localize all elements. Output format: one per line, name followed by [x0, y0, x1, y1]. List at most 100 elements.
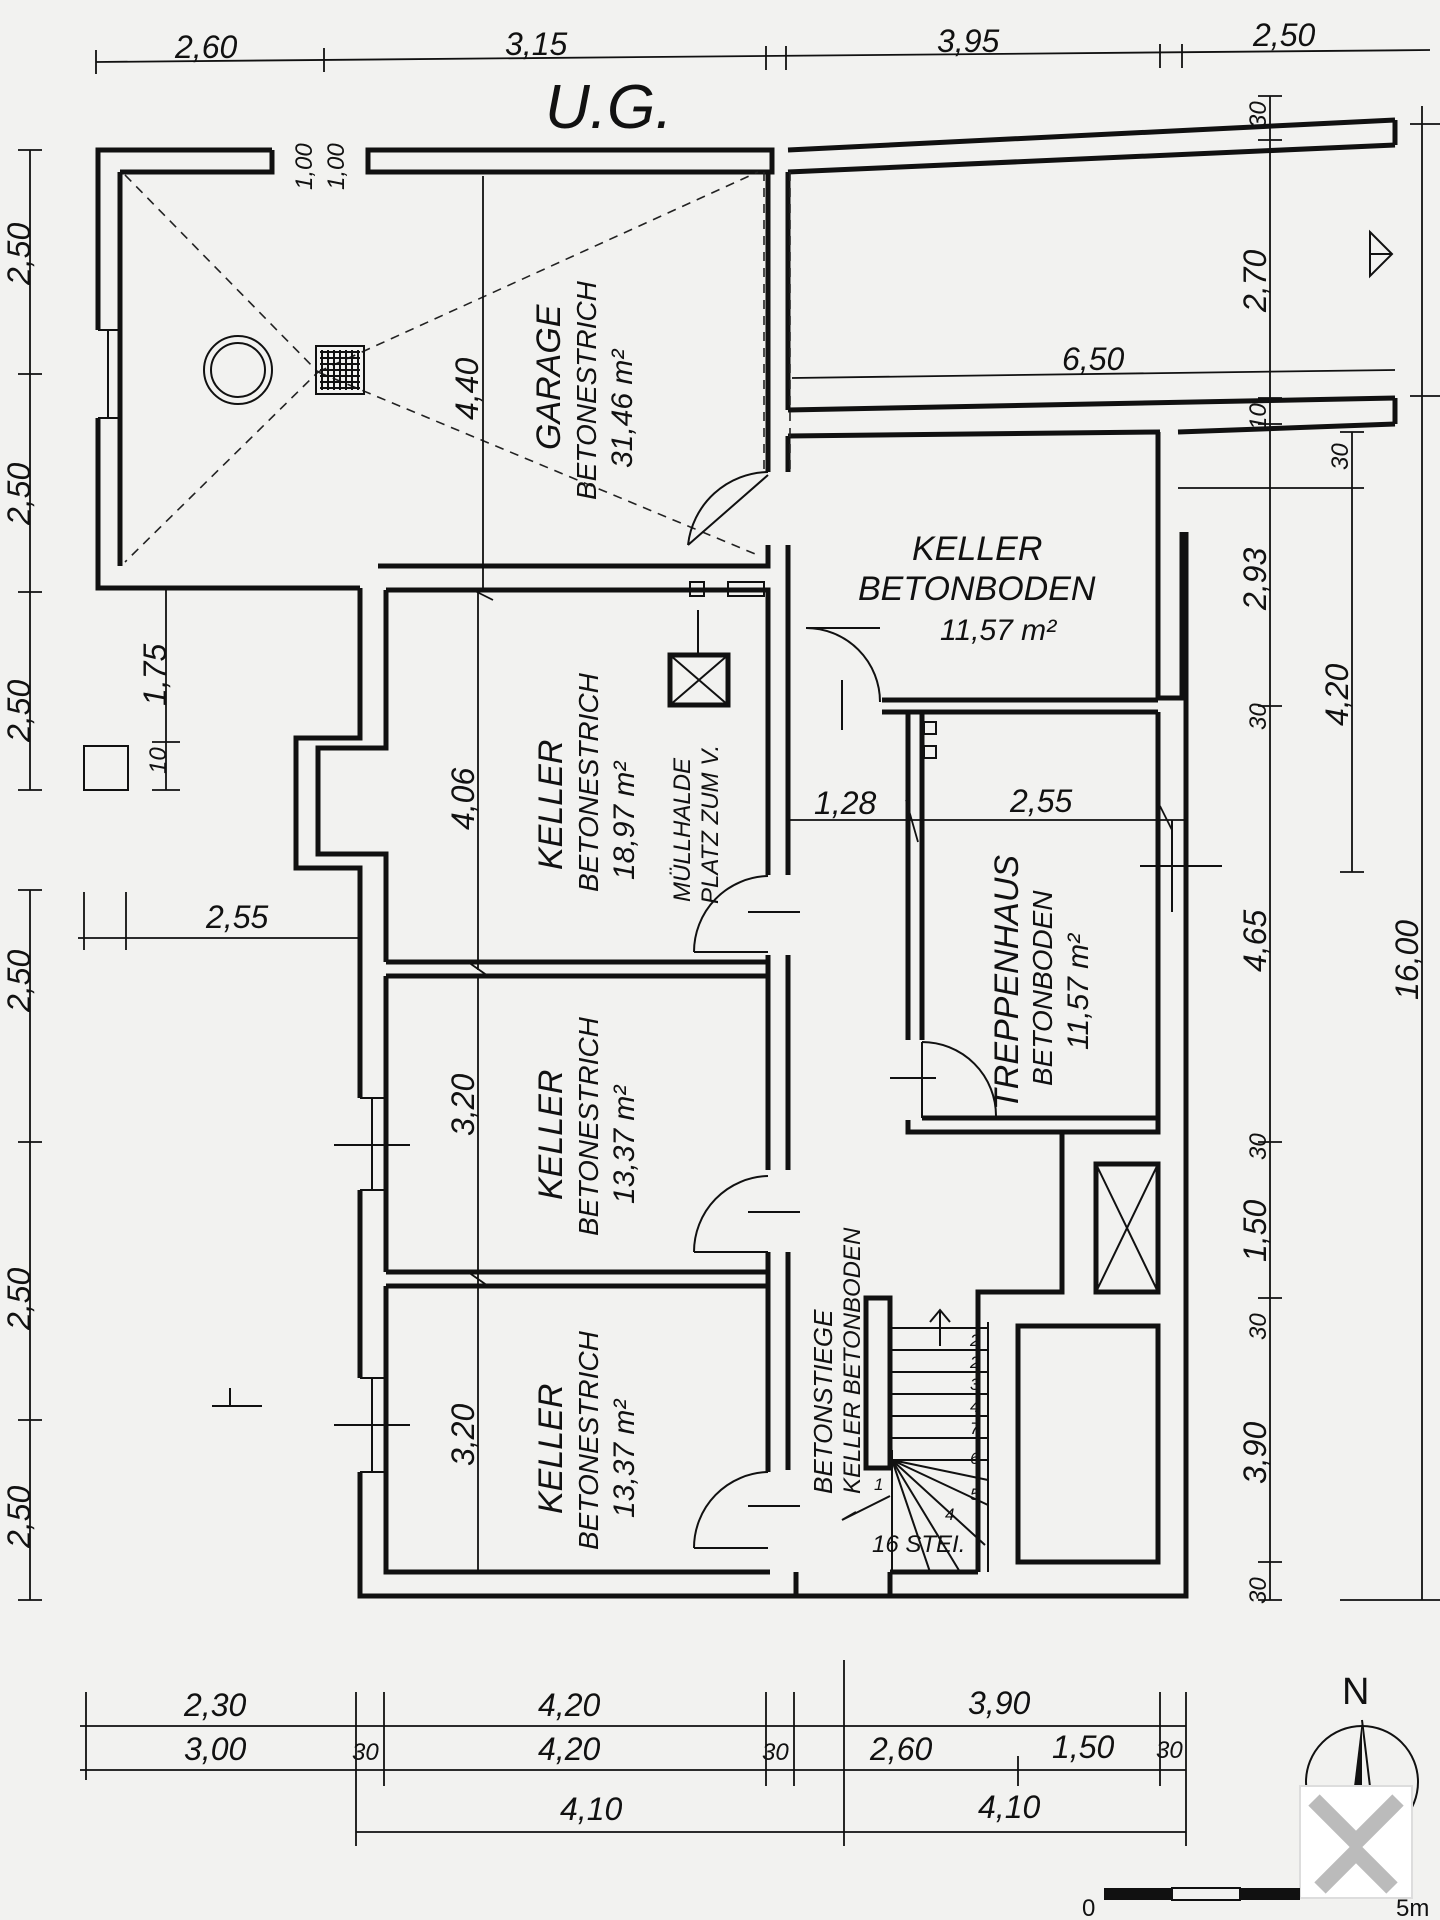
dim-right-30c: 30: [1245, 703, 1272, 730]
dim-left-5: 2,50: [1, 1268, 37, 1331]
keller-top-name: KELLER: [912, 530, 1042, 568]
dim-top-4: 2,50: [1252, 17, 1315, 53]
dim-right-30f: 30: [1245, 1577, 1272, 1604]
room-keller-3: KELLER BETONESTRICH 13,37 m²: [532, 1330, 641, 1550]
step-number-1: 2: [969, 1331, 980, 1350]
treppenhaus-area: 11,57 m²: [1062, 933, 1095, 1050]
keller-3-name: KELLER: [532, 1384, 570, 1514]
dim-left-255: 2,55: [205, 899, 268, 935]
dim-bottom-r1-1: 2,30: [183, 1687, 246, 1723]
keller-2-name: KELLER: [532, 1070, 570, 1200]
room-keller-1: KELLER BETONESTRICH 18,97 m²: [532, 672, 641, 892]
dim-bottom-r2-6: 1,50: [1052, 1729, 1114, 1765]
keller-1-area: 18,97 m²: [608, 761, 641, 880]
dim-left-4: 2,50: [1, 950, 37, 1013]
dim-right-10: 10: [1245, 403, 1272, 430]
step-number-4: 4: [970, 1397, 979, 1416]
room-treppenhaus: TREPPENHAUS BETONBODEN 11,57 m²: [988, 855, 1095, 1110]
keller-top-floor: BETONBODEN: [858, 570, 1096, 608]
step-number-7: 5: [970, 1485, 980, 1504]
dim-bottom-r2-3: 4,20: [538, 1731, 600, 1767]
room-keller-2: KELLER BETONESTRICH 13,37 m²: [532, 1016, 641, 1236]
dim-right-30e: 30: [1245, 1313, 1272, 1340]
dim-right-30b: 30: [1327, 443, 1354, 470]
keller-1-name: KELLER: [532, 740, 570, 870]
north-label: N: [1342, 1671, 1369, 1713]
dim-left-10: 10: [145, 747, 172, 774]
keller-top-area: 11,57 m²: [940, 614, 1057, 647]
dim-bottom-r2-2: 30: [352, 1739, 379, 1766]
room-keller-top: KELLER BETONBODEN 11,57 m²: [858, 530, 1096, 647]
scale-zero: 0: [1082, 1895, 1095, 1920]
dim-bottom-r2-5: 2,60: [869, 1731, 932, 1767]
scale-five: 5m: [1396, 1895, 1429, 1920]
dim-bottom-r2-1: 3,00: [184, 1731, 246, 1767]
betonstiege-line2: KELLER BETONBODEN: [839, 1227, 866, 1494]
dim-top-1: 2,60: [174, 29, 237, 65]
fixtures: [83, 229, 1394, 1565]
dim-right-390: 3,90: [1237, 1422, 1273, 1484]
keller-1-floor: BETONESTRICH: [573, 672, 604, 892]
dim-left-2: 2,50: [1, 463, 37, 526]
step-number-9: 1: [874, 1475, 883, 1494]
dim-keller3-depth: 3,20: [445, 1404, 481, 1466]
dim-left-1: 2,50: [1, 223, 37, 286]
garage-name: GARAGE: [530, 304, 568, 450]
dim-right-30a: 30: [1245, 101, 1272, 128]
dim-bottom-r2-7: 30: [1156, 1737, 1183, 1764]
betonstiege-note: BETONSTIEGE KELLER BETONBODEN: [808, 1227, 866, 1494]
dim-left-6: 2,50: [1, 1486, 37, 1549]
muellhalde-line1: MÜLLHALDE: [669, 757, 696, 902]
scale-bar: 0 5m: [1082, 1887, 1429, 1920]
step-number-5: 7: [970, 1419, 980, 1438]
keller-3-area: 13,37 m²: [608, 1399, 641, 1518]
dim-right-30d: 30: [1245, 1133, 1272, 1160]
door-swings: [687, 471, 997, 1549]
dim-right-total: 16,00: [1389, 920, 1425, 1000]
stair-steps: 2 2 3 4 7 6 5 4 1 16 STEI.: [841, 1295, 989, 1573]
dim-top-3: 3,95: [937, 23, 999, 59]
dim-corridor-width: 1,28: [814, 785, 876, 821]
treppenhaus-floor: BETONBODEN: [1027, 890, 1058, 1086]
dim-right-150: 1,50: [1237, 1200, 1273, 1262]
garage-area: 31,46 m²: [606, 349, 639, 468]
plan-title: U.G.: [545, 73, 672, 142]
dim-top-2: 3,15: [505, 26, 567, 62]
garage-features: [124, 171, 791, 563]
garage-floor: BETONESTRICH: [571, 280, 602, 500]
dim-right-270: 2,70: [1237, 250, 1273, 313]
dim-bottom-r3-2: 4,10: [978, 1789, 1040, 1825]
keller-2-area: 13,37 m²: [608, 1085, 641, 1204]
dim-bottom-r3-1: 4,10: [560, 1791, 622, 1827]
dim-bottom-r2-4: 30: [762, 1739, 789, 1766]
dim-keller2-depth: 3,20: [445, 1074, 481, 1136]
dim-carport-width: 6,50: [1062, 341, 1124, 377]
keller-2-floor: BETONESTRICH: [573, 1016, 604, 1236]
treppenhaus-name: TREPPENHAUS: [988, 855, 1026, 1110]
dim-left-175: 1,75: [137, 644, 173, 706]
step-number-2: 2: [969, 1353, 980, 1372]
keller-3-floor: BETONESTRICH: [573, 1330, 604, 1550]
muellhalde-note: MÜLLHALDE PLATZ ZUM V.: [669, 745, 724, 904]
dimension-lines: [18, 44, 1440, 1846]
dim-left-3: 2,50: [1, 680, 37, 743]
dim-bottom-r1-2: 4,20: [538, 1687, 600, 1723]
step-number-3: 3: [970, 1375, 980, 1394]
betonstiege-line1: BETONSTIEGE: [808, 1309, 838, 1494]
logo-mark-icon: [1299, 1785, 1413, 1899]
dimension-labels: 2,60 3,15 3,95 2,50 2,50 2,50 2,50 2,50 …: [1, 17, 1425, 1827]
dim-bottom-r1-3: 3,90: [968, 1685, 1030, 1721]
muellhalde-line2: PLATZ ZUM V.: [697, 745, 724, 904]
dim-keller1-depth: 4,06: [445, 768, 481, 830]
stairs-count-label: 16 STEI.: [872, 1531, 965, 1558]
dim-right-465: 4,65: [1237, 910, 1273, 972]
dim-treppenhaus-width: 2,55: [1009, 783, 1072, 819]
dim-right-293: 2,93: [1237, 548, 1273, 611]
dim-garage-door-1: 1,00: [291, 143, 318, 190]
room-garage: GARAGE BETONESTRICH 31,46 m²: [530, 280, 639, 500]
dim-right-420: 4,20: [1319, 664, 1355, 726]
walls: [95, 117, 1398, 1599]
step-number-6: 6: [970, 1449, 980, 1468]
step-number-8: 4: [945, 1505, 954, 1524]
